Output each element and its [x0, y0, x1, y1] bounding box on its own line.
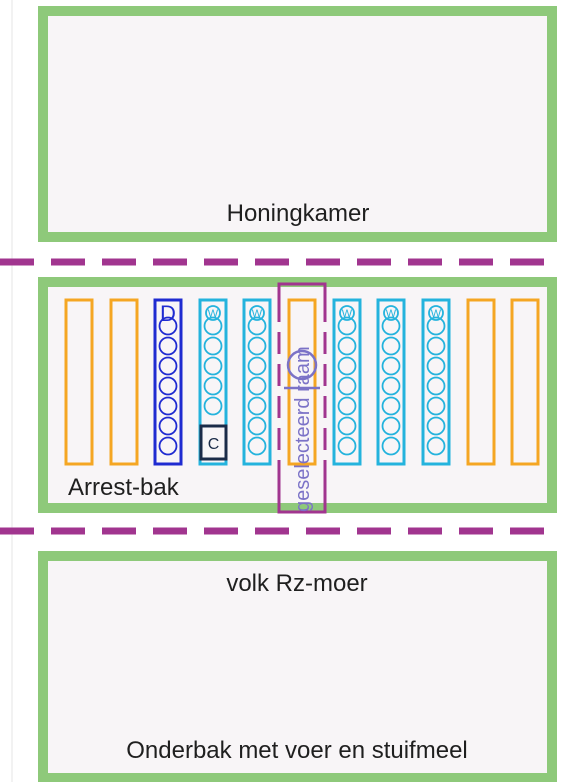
- cell-circle: [381, 336, 401, 356]
- cell-circle: [203, 336, 223, 356]
- cell-circle: [247, 376, 267, 396]
- frame-3-drone: D: [153, 298, 183, 466]
- cell-circle: [158, 396, 178, 416]
- cell-circle: [203, 356, 223, 376]
- empty-frame: [510, 298, 540, 466]
- brood-box-bottom-label: Onderbak met voer en stuifmeel: [126, 737, 468, 764]
- wax-frame: [332, 298, 362, 466]
- cell-circle: [247, 436, 267, 456]
- cell-circle: [247, 396, 267, 416]
- frame-6-selected: geselecteerd raam: [276, 282, 328, 514]
- cell-circle: [158, 436, 178, 456]
- frame-marker-circle: [249, 305, 265, 321]
- empty-frame: [466, 298, 496, 466]
- frame-marker-w: W: [386, 308, 397, 320]
- queen-marker-icon: [286, 349, 318, 381]
- cell-circle: [426, 356, 446, 376]
- cell-circle: [158, 376, 178, 396]
- frame-marker-circle: [205, 305, 221, 321]
- empty-frame: [64, 298, 94, 466]
- wax-frame: [376, 298, 406, 466]
- cell-circle: [337, 356, 357, 376]
- frame-marker-circle: [383, 305, 399, 321]
- frame-7-wax: W: [332, 298, 362, 466]
- cell-circle: [337, 336, 357, 356]
- frame-marker-circle: [428, 305, 444, 321]
- queen-cell-label: C: [208, 436, 220, 453]
- honey-chamber: Honingkamer: [38, 6, 557, 242]
- cell-circle: [381, 396, 401, 416]
- frame-2-empty: [109, 298, 139, 466]
- cell-circle: [337, 436, 357, 456]
- cell-circle: [426, 316, 446, 336]
- frame-5-wax: W: [242, 298, 272, 466]
- cell-circle: [426, 436, 446, 456]
- cell-circle: [247, 416, 267, 436]
- frame-11-empty: [510, 298, 540, 466]
- wax-frame: [242, 298, 272, 466]
- frame-marker-circle: [339, 305, 355, 321]
- frame-marker-d: D: [160, 301, 176, 326]
- cell-circle: [203, 376, 223, 396]
- cell-circle: [247, 316, 267, 336]
- arrest-box-label: Arrest-bak: [68, 474, 180, 501]
- drone-frame: [153, 298, 183, 466]
- wax-frame: [198, 298, 228, 466]
- cell-circle: [337, 416, 357, 436]
- brood-box-outline: [38, 551, 557, 782]
- cell-circle: [381, 436, 401, 456]
- cell-circle: [381, 416, 401, 436]
- cell-circle: [337, 376, 357, 396]
- frame-9-wax: W: [421, 298, 451, 466]
- frame-marker-w: W: [431, 308, 442, 320]
- brood-box-top-label: volk Rz-moer: [226, 570, 367, 597]
- cell-circle: [158, 416, 178, 436]
- frame-marker-w: W: [252, 308, 263, 320]
- empty-frame: [109, 298, 139, 466]
- cell-circle: [381, 356, 401, 376]
- cell-circle: [337, 396, 357, 416]
- frame-marker-w: W: [342, 308, 353, 320]
- wax-frame: [421, 298, 451, 466]
- cell-circle: [426, 376, 446, 396]
- selected-frame-label: geselecteerd raam: [292, 346, 314, 512]
- frame-1-empty: [64, 298, 94, 466]
- cell-circle: [247, 336, 267, 356]
- cell-circle: [337, 316, 357, 336]
- cell-circle: [158, 336, 178, 356]
- cell-circle: [381, 316, 401, 336]
- frame-10-empty: [466, 298, 496, 466]
- cell-circle: [203, 316, 223, 336]
- cell-circle: [426, 336, 446, 356]
- cell-circle: [381, 376, 401, 396]
- honey-chamber-label: Honingkamer: [227, 200, 370, 227]
- honey-chamber-box: [38, 6, 557, 242]
- cell-circle: [247, 356, 267, 376]
- frame-4-wax: WC: [198, 298, 228, 466]
- frame-8-wax: W: [376, 298, 406, 466]
- frame-marker-w: W: [208, 308, 219, 320]
- cell-circle: [203, 396, 223, 416]
- cell-circle: [158, 356, 178, 376]
- cell-circle: [158, 316, 178, 336]
- selected-frame: [287, 298, 317, 466]
- cell-circle: [426, 396, 446, 416]
- brood-box: volk Rz-moer Onderbak met voer en stuifm…: [38, 551, 557, 782]
- cell-circle: [426, 416, 446, 436]
- queen-cell-box: [199, 424, 228, 461]
